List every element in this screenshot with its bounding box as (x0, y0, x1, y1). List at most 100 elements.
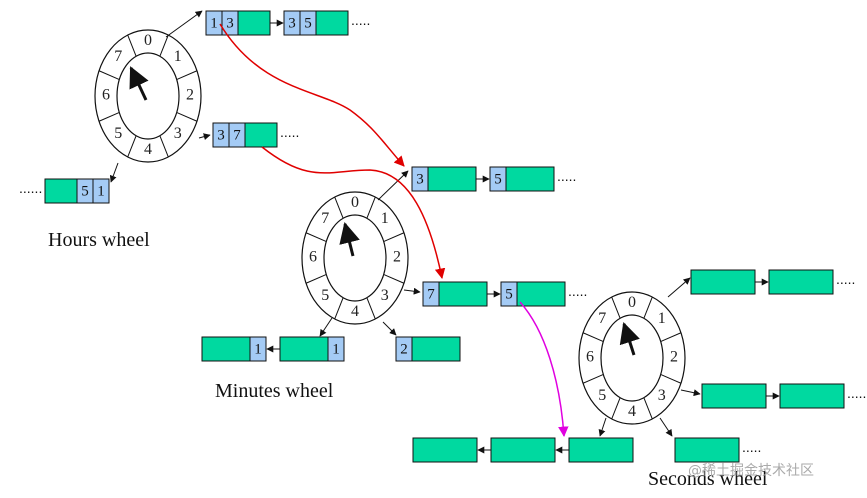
seconds-wheel-caption: Seconds wheel (648, 468, 768, 490)
wheel-slot-divider (176, 70, 198, 81)
timer-node-id (411, 166, 429, 192)
node-id-digit: 3 (217, 127, 225, 143)
wheel-slot-divider (383, 273, 405, 284)
slot-pointer-arrow (667, 277, 691, 298)
timer-node (779, 383, 845, 409)
cascade-arrow-minutes-to-seconds (519, 301, 569, 438)
wheel-slot-divider (366, 297, 376, 320)
timer-node (568, 437, 634, 463)
wheel-slot-number: 2 (670, 349, 678, 366)
wheel-slot-divider (582, 373, 604, 384)
wheel-slot-number: 6 (586, 349, 594, 366)
wheel-slot-divider (660, 373, 682, 384)
wheel-slot-number: 5 (114, 125, 122, 142)
wheel-slot-divider (159, 34, 169, 57)
timer-node (701, 383, 767, 409)
node-id-digit: 5 (494, 171, 502, 187)
timer-node (412, 437, 478, 463)
wheel-slot-number: 2 (186, 87, 194, 104)
node-id-digit: 7 (233, 127, 241, 143)
timer-node-id (500, 281, 518, 307)
timer-node-id (395, 336, 413, 362)
wheel-slot-divider (127, 34, 137, 57)
cascade-arrows (219, 23, 569, 438)
wheel-slot-divider (582, 332, 604, 343)
wheel-slot-divider (98, 111, 120, 122)
wheel-slot-number: 7 (114, 48, 122, 65)
clock-hand (619, 322, 640, 356)
wheel-slot-number: 5 (321, 287, 329, 304)
wheel-slot-number: 1 (658, 310, 666, 327)
wheel-slot-divider (643, 397, 653, 420)
wheel-slot-divider (611, 397, 621, 420)
wheel-slot-number: 1 (174, 48, 182, 65)
node-id-digit: 3 (288, 15, 296, 31)
slot-pointer-arrow (382, 321, 397, 336)
slot-pointer-arrow (198, 133, 211, 141)
wheel-slot-number: 5 (598, 387, 606, 404)
node-id-digit: 2 (400, 341, 408, 357)
wheel-slot-number: 0 (628, 294, 636, 311)
cascade-arrow-hours-to-minutes (261, 146, 446, 280)
slot-pointer-arrow (403, 287, 421, 295)
timer-node-id (489, 166, 507, 192)
seconds-wheel: 0 1 2 3 4 5 6 7............... (412, 269, 866, 463)
hours-wheel-caption: Hours wheel (48, 229, 150, 251)
wheel-slot-number: 7 (598, 310, 606, 327)
list-continuation: ..... (280, 124, 299, 140)
wheel-slot-number: 6 (102, 87, 110, 104)
node-id-digit: 3 (226, 15, 234, 31)
timer-node (690, 269, 756, 295)
wheel-slot-divider (643, 296, 653, 319)
timer-node-id (249, 336, 267, 362)
wheel-slot-divider (305, 273, 327, 284)
list-continuation: ..... (836, 271, 855, 287)
slot-pointer-arrow (377, 170, 409, 201)
list-continuation: ...... (19, 180, 42, 196)
watermark: @稀土掘金技术社区 (688, 463, 814, 479)
slot-pointer-arrow (659, 417, 673, 437)
wheel-slot-divider (611, 296, 621, 319)
slot-pointer-arrow (598, 417, 607, 437)
list-continuation: ..... (742, 439, 761, 455)
node-id-digit: 1 (97, 183, 105, 199)
node-id-digit: 3 (416, 171, 424, 187)
slot-pointer-arrow (109, 162, 119, 183)
cascade-arrow-hours-to-minutes (219, 23, 405, 167)
wheel-slot-number: 1 (381, 210, 389, 227)
wheel-slot-number: 4 (628, 403, 636, 420)
node-id-digit: 7 (427, 286, 435, 302)
node-id-digit: 1 (332, 341, 340, 357)
wheel-slot-divider (176, 111, 198, 122)
node-id-digit: 5 (505, 286, 513, 302)
wheel-slot-number: 3 (658, 387, 666, 404)
wheel-slot-number: 7 (321, 210, 329, 227)
list-continuation: ..... (568, 283, 587, 299)
wheel-slot-divider (334, 297, 344, 320)
wheel-slot-number: 0 (351, 194, 359, 211)
slot-pointer-arrow (165, 10, 203, 38)
timer-node-id (422, 281, 440, 307)
node-id-digit: 1 (210, 15, 218, 31)
wheel-slot-number: 3 (174, 125, 182, 142)
timer-node (674, 437, 740, 463)
wheel-slot-number: 0 (144, 32, 152, 49)
wheel-slot-divider (660, 332, 682, 343)
wheel-slot-number: 3 (381, 287, 389, 304)
list-continuation: ..... (557, 168, 576, 184)
slot-pointer-arrow (680, 389, 701, 397)
timer-node (490, 437, 556, 463)
wheel-slot-number: 2 (393, 249, 401, 266)
wheel-slot-divider (334, 196, 344, 219)
clock-hand (129, 66, 149, 101)
wheel-slot-divider (383, 232, 405, 243)
wheel-slot-divider (366, 196, 376, 219)
node-id-digit: 5 (81, 183, 89, 199)
timer-node-id (327, 336, 345, 362)
slot-pointer-arrow (319, 317, 333, 337)
wheel-inner-ring (323, 214, 387, 302)
minutes-wheel-caption: Minutes wheel (215, 380, 334, 402)
